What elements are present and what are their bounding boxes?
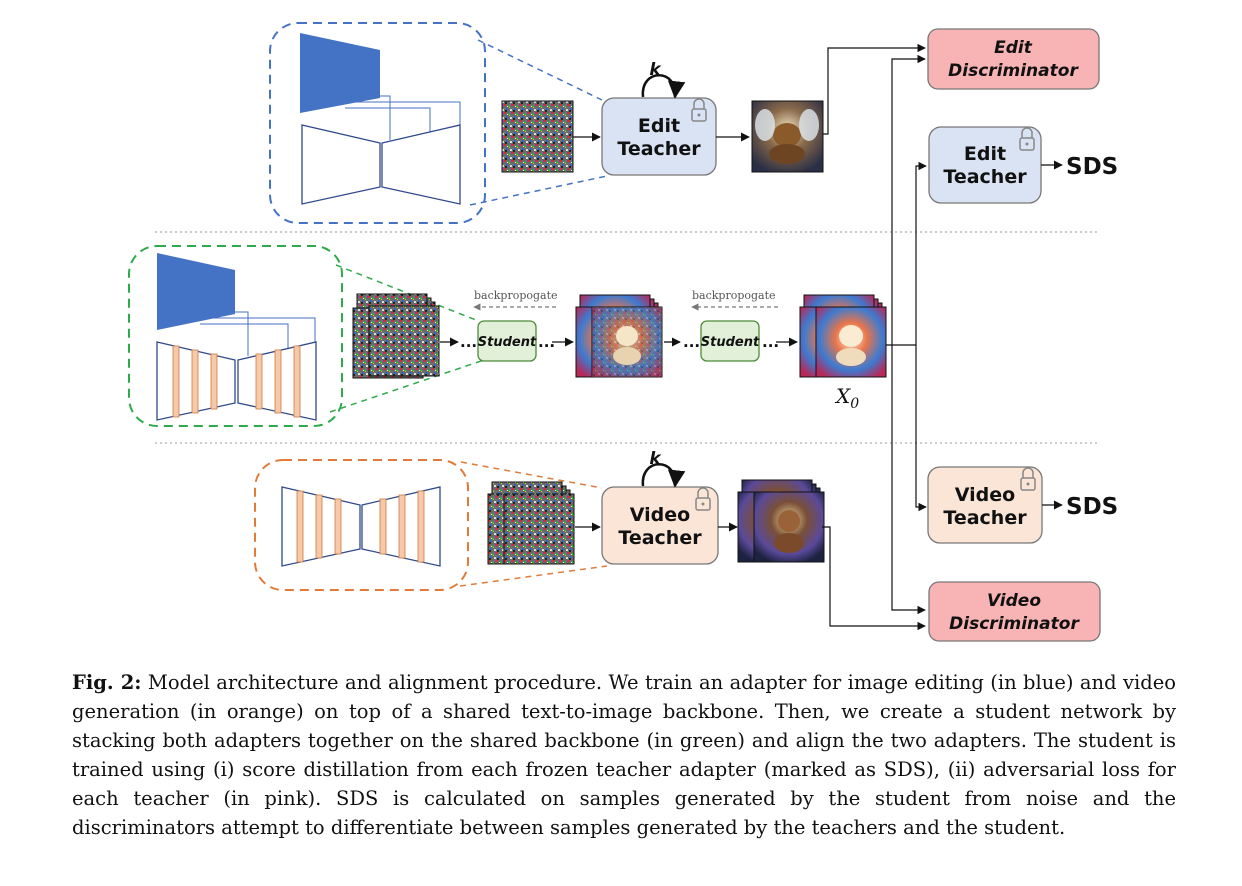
student-box-1: Student	[477, 320, 537, 362]
svg-text:Teacher: Teacher	[617, 138, 701, 160]
edit-adapter-callout	[269, 22, 608, 224]
svg-text:Video: Video	[987, 591, 1041, 611]
svg-text:Teacher: Teacher	[943, 507, 1027, 529]
edit-teacher-right: Edit Teacher	[928, 126, 1042, 204]
caption-text: Model architecture and alignment procedu…	[72, 671, 1177, 839]
edit-discriminator: Edit Discriminator	[927, 28, 1100, 90]
unet-decoder	[381, 124, 461, 205]
video-dog-stack	[737, 479, 825, 563]
video-teacher-bottom: Video Teacher	[601, 486, 719, 565]
svg-text:Teacher: Teacher	[943, 166, 1027, 188]
svg-text:...: ...	[538, 333, 555, 351]
video-teacher-right: Video Teacher	[927, 466, 1043, 544]
architecture-diagram: Edit Teacher k	[128, 22, 1118, 642]
svg-text:Discriminator: Discriminator	[948, 61, 1079, 81]
video-discriminator: Video Discriminator	[928, 581, 1101, 642]
svg-text:Video: Video	[630, 504, 690, 526]
student-video-adapter-bars	[172, 345, 301, 418]
svg-text:backpropogate: backpropogate	[692, 289, 776, 302]
noisy-dog-stack	[575, 294, 663, 378]
svg-text:Edit: Edit	[964, 143, 1006, 165]
svg-text:...: ...	[683, 333, 700, 351]
sds-label-video: SDS	[1066, 494, 1118, 520]
svg-text:Teacher: Teacher	[618, 527, 702, 549]
noise-stack-middle	[352, 293, 440, 379]
dog-image-edit	[751, 100, 824, 173]
sds-label-edit: SDS	[1066, 154, 1118, 180]
x0-label: X0	[834, 384, 859, 412]
svg-text:Discriminator: Discriminator	[949, 614, 1080, 634]
svg-text:Edit: Edit	[994, 38, 1033, 58]
x0-dog-stack	[799, 294, 887, 378]
student-box-2: Student	[700, 320, 760, 362]
svg-text:backpropogate: backpropogate	[474, 289, 558, 302]
edit-adapter-block	[300, 33, 380, 113]
figure-caption: Fig. 2: Model architecture and alignment…	[72, 668, 1176, 842]
video-adapter-bars	[296, 490, 425, 563]
lock-icon	[695, 487, 711, 511]
svg-text:k: k	[649, 60, 662, 80]
student-edit-adapter-block	[157, 253, 235, 330]
svg-text:...: ...	[460, 333, 477, 351]
edit-teacher-top: Edit Teacher	[601, 97, 717, 176]
loop-arrow-top	[641, 74, 686, 99]
noise-stack-bottom	[487, 481, 575, 565]
student-adapter-callout	[128, 245, 488, 427]
svg-text:Student: Student	[701, 335, 760, 350]
unet-encoder	[301, 124, 381, 205]
svg-text:...: ...	[762, 333, 779, 351]
noise-image-top	[501, 100, 574, 173]
lock-icon	[1020, 467, 1036, 491]
loop-arrow-bottom	[641, 463, 686, 488]
video-adapter-callout	[254, 459, 608, 591]
lock-icon	[691, 98, 707, 122]
svg-text:k: k	[649, 449, 662, 469]
svg-text:Student: Student	[478, 335, 537, 350]
caption-label: Fig. 2:	[72, 671, 142, 694]
svg-text:Edit: Edit	[638, 115, 680, 137]
svg-text:Video: Video	[955, 484, 1015, 506]
lock-icon	[1019, 127, 1035, 151]
